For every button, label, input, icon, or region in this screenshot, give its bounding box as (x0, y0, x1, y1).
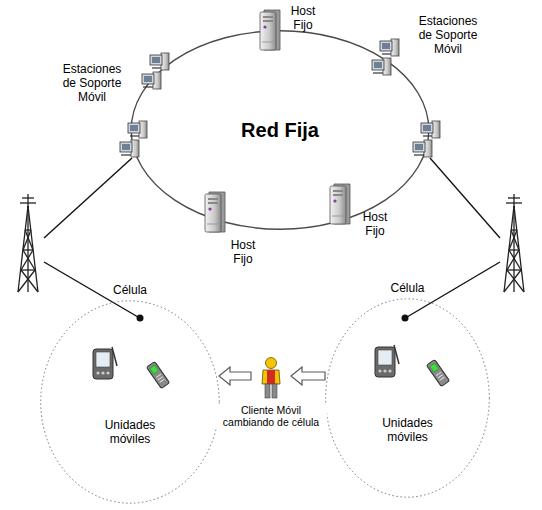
handoff-arrow (291, 367, 325, 385)
host-label: Host Fijo (356, 210, 394, 238)
handoff-arrow (219, 367, 251, 385)
support-station-icon (120, 121, 147, 157)
cell-label: Unidades móviles (94, 418, 166, 446)
host-label: Host Fijo (224, 238, 262, 266)
support-station-icon (372, 39, 399, 75)
cell-heading: Célula (40, 283, 220, 297)
antenna-tower (18, 194, 38, 292)
cell-region: CélulaUnidades móviles (40, 300, 220, 504)
mobile-client: Cliente Móvil cambiando de célula (253, 356, 289, 400)
support-station-icon (142, 53, 169, 89)
cell-antenna-dot (137, 315, 144, 322)
network-title: Red Fija (241, 118, 319, 142)
client-label: Cliente Móvil cambiando de célula (215, 404, 327, 428)
antenna-tower (504, 194, 524, 292)
radio-link (44, 158, 500, 317)
phone-icon (426, 359, 449, 386)
person-icon (253, 356, 289, 400)
cell-antenna-dot (402, 315, 409, 322)
cell-heading: Célula (325, 281, 490, 295)
network-ring: Red Fija (130, 30, 430, 230)
pda-icon (375, 345, 399, 377)
fixed-host-icon (330, 184, 350, 224)
cell-outline (325, 298, 490, 498)
cell-outline (40, 300, 220, 504)
fixed-host-icon (205, 192, 225, 232)
support-station-icon (413, 121, 440, 157)
fixed-host-icon (260, 10, 280, 50)
station-label: Estaciones de Soporte Móvil (412, 14, 484, 56)
host-label: Host Fijo (284, 4, 322, 32)
pda-icon (93, 347, 117, 379)
cell-region: CélulaUnidades móviles (325, 298, 490, 498)
phone-icon (146, 361, 169, 388)
station-label: Estaciones de Soporte Móvil (56, 62, 128, 104)
cell-label: Unidades móviles (372, 416, 444, 444)
